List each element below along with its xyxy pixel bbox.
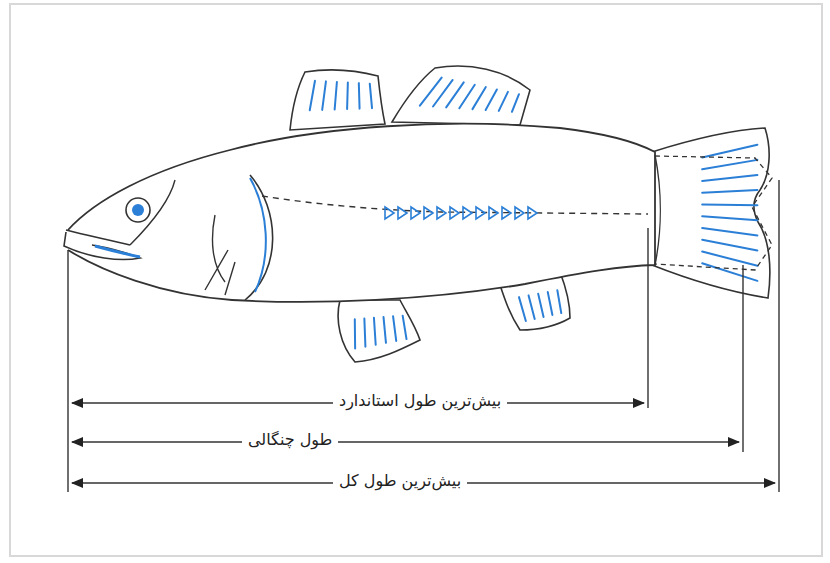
fin-ray — [364, 318, 365, 346]
scale-mark — [515, 207, 524, 219]
fin-ray — [486, 89, 497, 110]
fin-ray — [702, 216, 757, 220]
scale-mark — [450, 207, 459, 219]
scale-mark — [385, 207, 394, 219]
fin-ray — [702, 160, 757, 169]
scale-mark — [463, 207, 472, 219]
scale-mark — [528, 207, 537, 219]
fin-ray — [393, 316, 396, 341]
fin-ray — [370, 84, 372, 109]
scale-mark — [476, 207, 485, 219]
fin-ray — [702, 190, 757, 193]
fin-ray — [374, 318, 376, 345]
fin-ray — [354, 319, 356, 348]
fin-ray — [499, 92, 508, 111]
fin-ray — [702, 145, 757, 158]
scale-mark — [502, 207, 511, 219]
fin-ray — [420, 78, 442, 106]
fin-ray — [335, 82, 337, 110]
fin-ray — [548, 292, 553, 315]
fin-ray — [322, 81, 326, 110]
fin-ray — [538, 294, 543, 317]
fin-ray — [358, 83, 361, 109]
fin-ray — [702, 263, 757, 281]
fin-ray — [702, 175, 757, 181]
scale-mark — [411, 207, 420, 219]
fin-ray — [702, 240, 757, 251]
fin-ray — [403, 316, 407, 339]
fin-ray — [702, 252, 757, 266]
measurement-label: بیش‌ترین طول کل — [333, 471, 467, 491]
fin-ray — [310, 81, 315, 111]
measurement-label: طول چنگالی — [242, 430, 338, 450]
fin-ray — [459, 85, 474, 109]
scale-mark — [398, 207, 407, 219]
scale-mark — [424, 207, 433, 219]
measurement-label: بیش‌ترین طول استاندارد — [333, 391, 507, 411]
fin-ray — [384, 317, 386, 343]
fin-ray — [702, 228, 757, 235]
fin-ray — [446, 82, 464, 107]
fin-ray — [512, 94, 519, 112]
scale-mark — [437, 207, 446, 219]
fin-ray — [529, 295, 535, 319]
fin-ray — [557, 290, 561, 313]
fin-ray — [519, 297, 526, 321]
fin-ray — [702, 204, 757, 207]
fin-ray — [472, 87, 485, 109]
scale-mark — [489, 207, 498, 219]
fin-ray — [346, 83, 349, 110]
